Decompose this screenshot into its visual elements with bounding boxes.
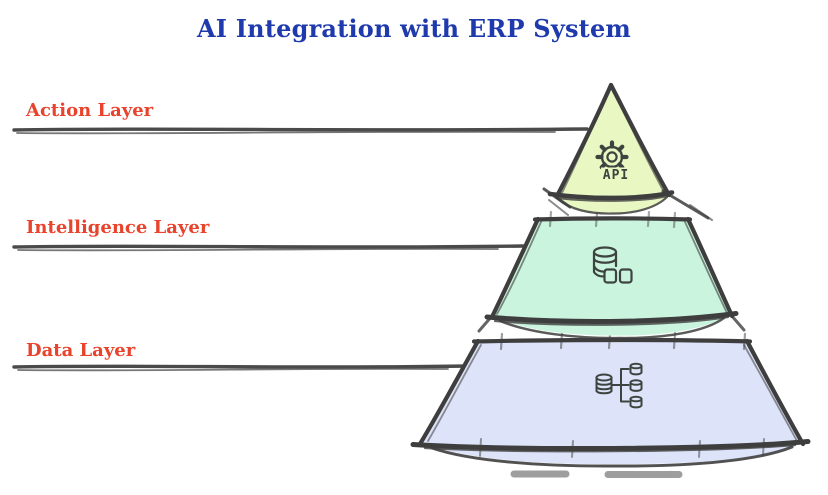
pyramid-layer-intelligence [477, 210, 746, 340]
icon-shape [610, 368, 630, 403]
icon-shape [592, 270, 606, 278]
sketch-stroke [510, 470, 683, 478]
sketch-stroke [484, 311, 739, 325]
icon-shape [606, 151, 618, 163]
label-intelligence-layer: Intelligence Layer [26, 217, 210, 238]
sketch-stroke [743, 344, 798, 442]
sketch-stroke [430, 445, 794, 468]
sketch-stroke [542, 187, 710, 220]
data-layer-shape [421, 341, 802, 465]
icon-shape [603, 268, 618, 284]
sketch-stroke [499, 331, 747, 351]
icon-text-backing [601, 167, 632, 181]
label-action-layer: Action Layer [26, 100, 154, 121]
action-layer-shape [556, 85, 668, 214]
sketch-stroke [493, 315, 730, 326]
icon-shape [629, 398, 643, 409]
sketch-stroke [427, 344, 482, 442]
sketch-stroke [498, 316, 726, 340]
sketch-stroke [471, 337, 753, 344]
sketch-stroke [613, 92, 665, 193]
icon-shape [595, 381, 613, 395]
sketch-stroke [12, 127, 589, 132]
sketch-stroke [417, 338, 481, 447]
leader-line-intelligence [12, 244, 525, 252]
pyramid-layer-data [410, 331, 811, 478]
gear-api-icon: API [595, 140, 632, 183]
label-data-layer: Data Layer [26, 340, 136, 361]
icon-shape [592, 257, 618, 264]
api-icon-text: API [603, 168, 629, 183]
icon-shape [629, 365, 643, 376]
sketch-stroke [17, 367, 449, 372]
leader-line-data [12, 364, 471, 372]
sketch-stroke [547, 190, 675, 201]
icon-shape [618, 268, 633, 284]
diagram-title: AI Integration with ERP System [196, 14, 632, 43]
intelligence-layer-shape [494, 219, 731, 336]
data-sources-icon [595, 362, 643, 409]
sketch-stroke [685, 216, 735, 319]
sketch-stroke [477, 313, 746, 333]
sketch-stroke [423, 443, 797, 453]
sketch-stroke [12, 364, 471, 369]
pyramid-layer-action: API [542, 82, 713, 221]
sketch-stroke [532, 216, 693, 222]
sketch-stroke [410, 439, 811, 452]
sketch-stroke [608, 82, 672, 198]
sketch-stroke [684, 221, 728, 314]
sketch-stroke [496, 221, 542, 315]
sketch-stroke [548, 210, 677, 229]
sketch-stroke [489, 216, 541, 320]
sketch-stroke [548, 199, 713, 221]
sketch-stroke [17, 247, 499, 252]
icon-shape [629, 381, 643, 392]
sketch-stroke [744, 338, 806, 447]
sketch-stroke [16, 130, 556, 135]
database-icon [592, 246, 633, 284]
sketch-stroke [479, 438, 765, 458]
sketch-stroke [561, 91, 609, 194]
sketch-stroke [12, 244, 525, 249]
leader-line-action [12, 127, 589, 135]
sketch-stroke [555, 195, 668, 202]
